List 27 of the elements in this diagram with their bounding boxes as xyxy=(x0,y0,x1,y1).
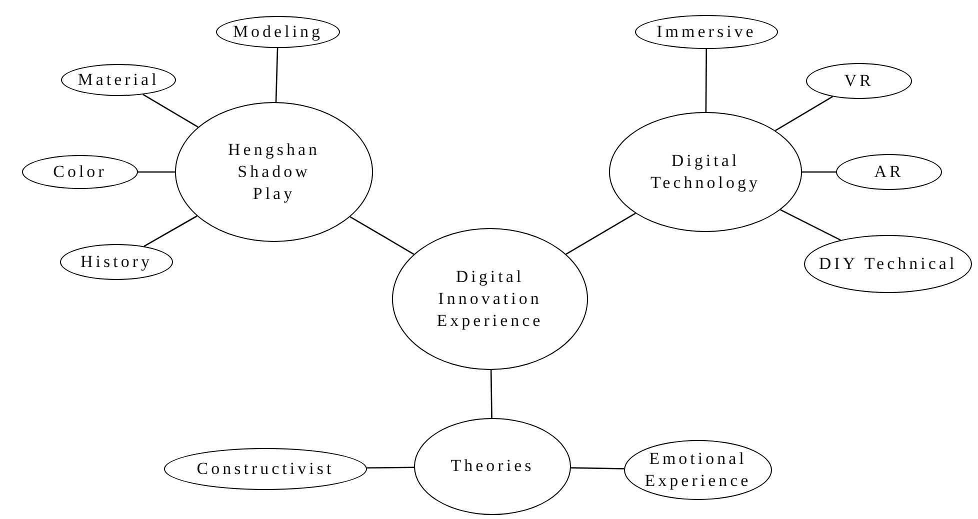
connector-line xyxy=(802,171,836,173)
connector-line xyxy=(705,49,708,112)
node-label: AR xyxy=(874,160,904,183)
node-label: Immersive xyxy=(656,20,756,43)
connector-line xyxy=(138,171,175,173)
connector-line xyxy=(775,96,833,132)
node-label: Digital Innovation Experience xyxy=(436,266,544,332)
connector-line xyxy=(566,212,636,255)
node-label: VR xyxy=(844,70,874,92)
node-label: Color xyxy=(53,160,107,183)
connector-line xyxy=(275,48,278,102)
connector-line xyxy=(570,467,624,470)
connector-line xyxy=(780,209,841,241)
connector-line xyxy=(142,94,198,128)
node-label: DIY Technical xyxy=(818,252,958,275)
connector-line xyxy=(366,466,414,469)
connector-line xyxy=(490,370,492,418)
node-label: Emotional Experience xyxy=(644,448,752,492)
node-label: Modeling xyxy=(232,20,324,43)
node-label: Constructivist xyxy=(196,458,334,480)
node-label: History xyxy=(80,250,152,273)
connector-line xyxy=(350,216,414,255)
node-label: Digital Technology xyxy=(649,150,762,194)
node-label: Hengshan Shadow Play xyxy=(227,138,321,206)
node-label: Material xyxy=(78,68,160,91)
node-label: Theories xyxy=(450,455,534,478)
connector-line xyxy=(144,215,198,247)
